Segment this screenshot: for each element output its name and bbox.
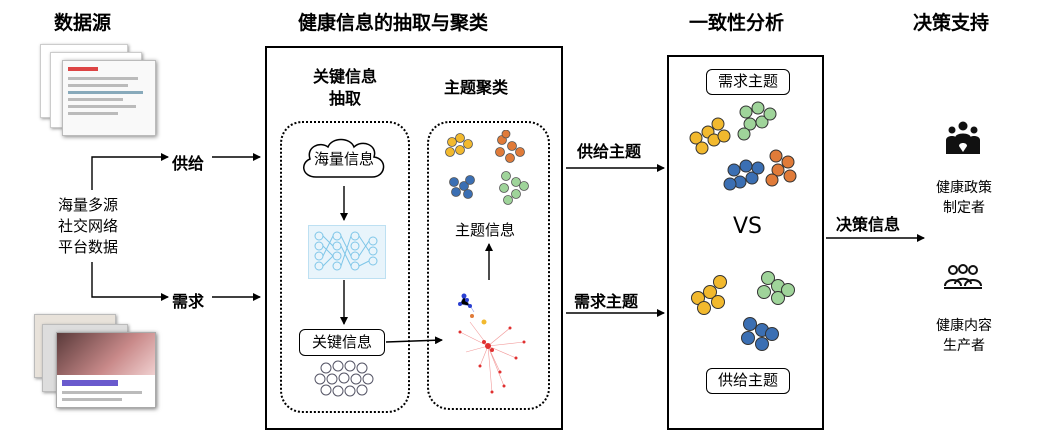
header-consistency: 一致性分析 xyxy=(689,12,785,34)
policy-makers-icon xyxy=(946,121,980,154)
topic-clusters-icon xyxy=(445,130,529,205)
content-producers-label: 健康内容 生产者 xyxy=(927,316,1001,356)
source-description-line: 社交网络 xyxy=(58,217,119,235)
demand-topic-flow-label: 需求主题 xyxy=(574,292,639,311)
demand-label: 需求 xyxy=(172,292,205,311)
source-description: 海量多源 社交网络 平台数据 xyxy=(58,195,118,258)
demand-topic-clusters-icon xyxy=(689,101,797,191)
key-info-extraction-title-line: 关键信息 xyxy=(312,67,377,86)
decision-info-flow-label: 决策信息 xyxy=(836,215,901,234)
header-extraction: 健康信息的抽取与聚类 xyxy=(298,12,489,34)
key-info-box: 关键信息 xyxy=(299,329,385,356)
header-decision: 决策支持 xyxy=(913,12,990,34)
key-info-extraction-title: 关键信息 抽取 xyxy=(302,66,388,110)
policy-makers-label-line: 制定者 xyxy=(943,200,985,216)
embedding-nodes-icon xyxy=(314,360,374,397)
topic-info-label: 主题信息 xyxy=(455,221,516,239)
vs-label: VS xyxy=(733,214,763,239)
source-description-line: 平台数据 xyxy=(58,238,119,256)
policy-makers-label: 健康政策 制定者 xyxy=(927,178,1001,218)
supply-topic-flow-label: 供给主题 xyxy=(577,142,642,161)
supply-topic-box: 供给主题 xyxy=(706,368,790,394)
supply-label: 供给 xyxy=(172,154,205,173)
key-info-extraction-group xyxy=(280,121,410,413)
neural-network-image xyxy=(308,225,386,279)
source-description-line: 海量多源 xyxy=(58,196,119,214)
content-producers-label-line: 健康内容 xyxy=(936,318,992,334)
cloud-icon xyxy=(303,138,385,178)
topic-clustering-title: 主题聚类 xyxy=(444,78,509,97)
content-producers-icon xyxy=(944,264,982,289)
demand-topic-box: 需求主题 xyxy=(706,69,790,95)
key-info-extraction-title-line: 抽取 xyxy=(328,89,361,108)
social-platform-screenshot-top xyxy=(40,44,156,136)
header-source: 数据源 xyxy=(54,12,112,34)
social-platform-screenshot-bottom xyxy=(34,310,156,408)
content-producers-label-line: 生产者 xyxy=(943,338,985,354)
cloud-text: 海量信息 xyxy=(313,150,374,168)
network-graph-icon xyxy=(458,293,526,394)
topic-clustering-group xyxy=(427,121,550,410)
supply-topic-clusters-icon xyxy=(691,271,795,351)
policy-makers-label-line: 健康政策 xyxy=(936,180,992,196)
